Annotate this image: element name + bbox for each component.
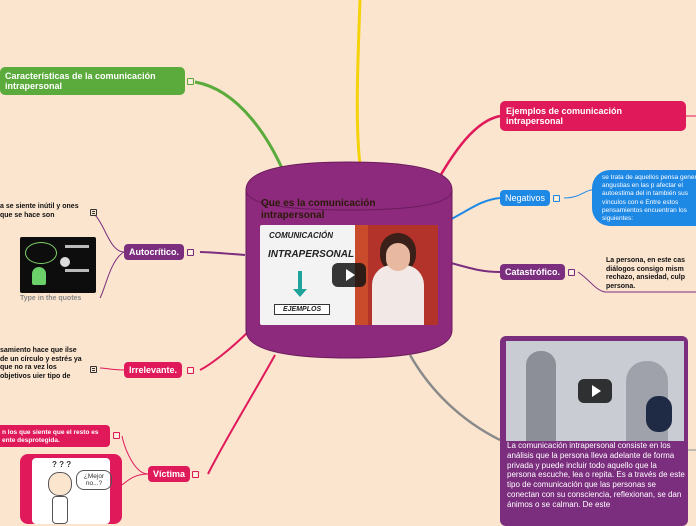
arrow-down-icon xyxy=(298,271,302,291)
thumb-line-2: INTRAPERSONAL xyxy=(268,249,355,260)
victima-note: n los que siente que el resto es ente de… xyxy=(0,425,110,447)
victima-image: ? ? ? ¿Mejor no...? xyxy=(20,454,122,524)
thumb-line-1: COMUNICACIÓN xyxy=(269,231,333,240)
topic-negativos[interactable]: Negativos xyxy=(500,190,551,206)
toggle-icon[interactable] xyxy=(553,195,560,202)
central-video-thumbnail[interactable]: COMUNICACIÓN INTRAPERSONAL EJEMPLOS xyxy=(260,225,438,325)
toggle-icon[interactable] xyxy=(187,367,194,374)
autocritico-note: a se siente inútil y ones que se hace so… xyxy=(0,203,79,219)
central-node[interactable]: Que es la comunicación intrapersonal COM… xyxy=(244,160,454,360)
quotes-image xyxy=(20,237,96,293)
arrow-down-head xyxy=(293,289,307,297)
quotes-caption: Type in the quotes xyxy=(20,295,82,302)
play-icon[interactable] xyxy=(332,263,366,287)
topic-caracteristicas[interactable]: Características de la comunicación intra… xyxy=(0,67,185,95)
topic-irrelevante[interactable]: Irrelevante. xyxy=(124,362,183,378)
toggle-icon[interactable] xyxy=(90,366,97,373)
toggle-icon[interactable] xyxy=(90,209,97,216)
catastrofico-note: La persona, en este cas diálogos consigo… xyxy=(606,257,685,290)
topic-ejemplos[interactable]: Ejemplos de comunicación intrapersonal xyxy=(500,101,686,131)
mejor-label: ¿Mejor no...? xyxy=(76,470,112,490)
toggle-icon[interactable] xyxy=(187,249,194,256)
toggle-icon[interactable] xyxy=(113,432,120,439)
irrelevante-note: samiento hace que ilse de un círculo y e… xyxy=(0,347,82,380)
topic-catastrofico[interactable]: Catastrófico. xyxy=(500,264,566,280)
toggle-icon[interactable] xyxy=(192,471,199,478)
central-title: Que es la comunicación intrapersonal xyxy=(261,198,376,221)
video-node[interactable]: La comunicación intrapersonal consiste e… xyxy=(500,336,688,526)
toggle-icon[interactable] xyxy=(568,269,575,276)
thumb-line-3: EJEMPLOS xyxy=(274,304,331,315)
video-text: La comunicación intrapersonal consiste e… xyxy=(507,441,685,509)
video-thumbnail[interactable] xyxy=(506,341,684,441)
topic-autocritico[interactable]: Autocrítico. xyxy=(124,244,185,260)
play-icon[interactable] xyxy=(578,379,612,403)
negativos-note: se trata de aquellos pensa generan angus… xyxy=(592,170,696,226)
toggle-icon[interactable] xyxy=(187,78,194,85)
topic-victima[interactable]: Víctima xyxy=(148,466,191,482)
